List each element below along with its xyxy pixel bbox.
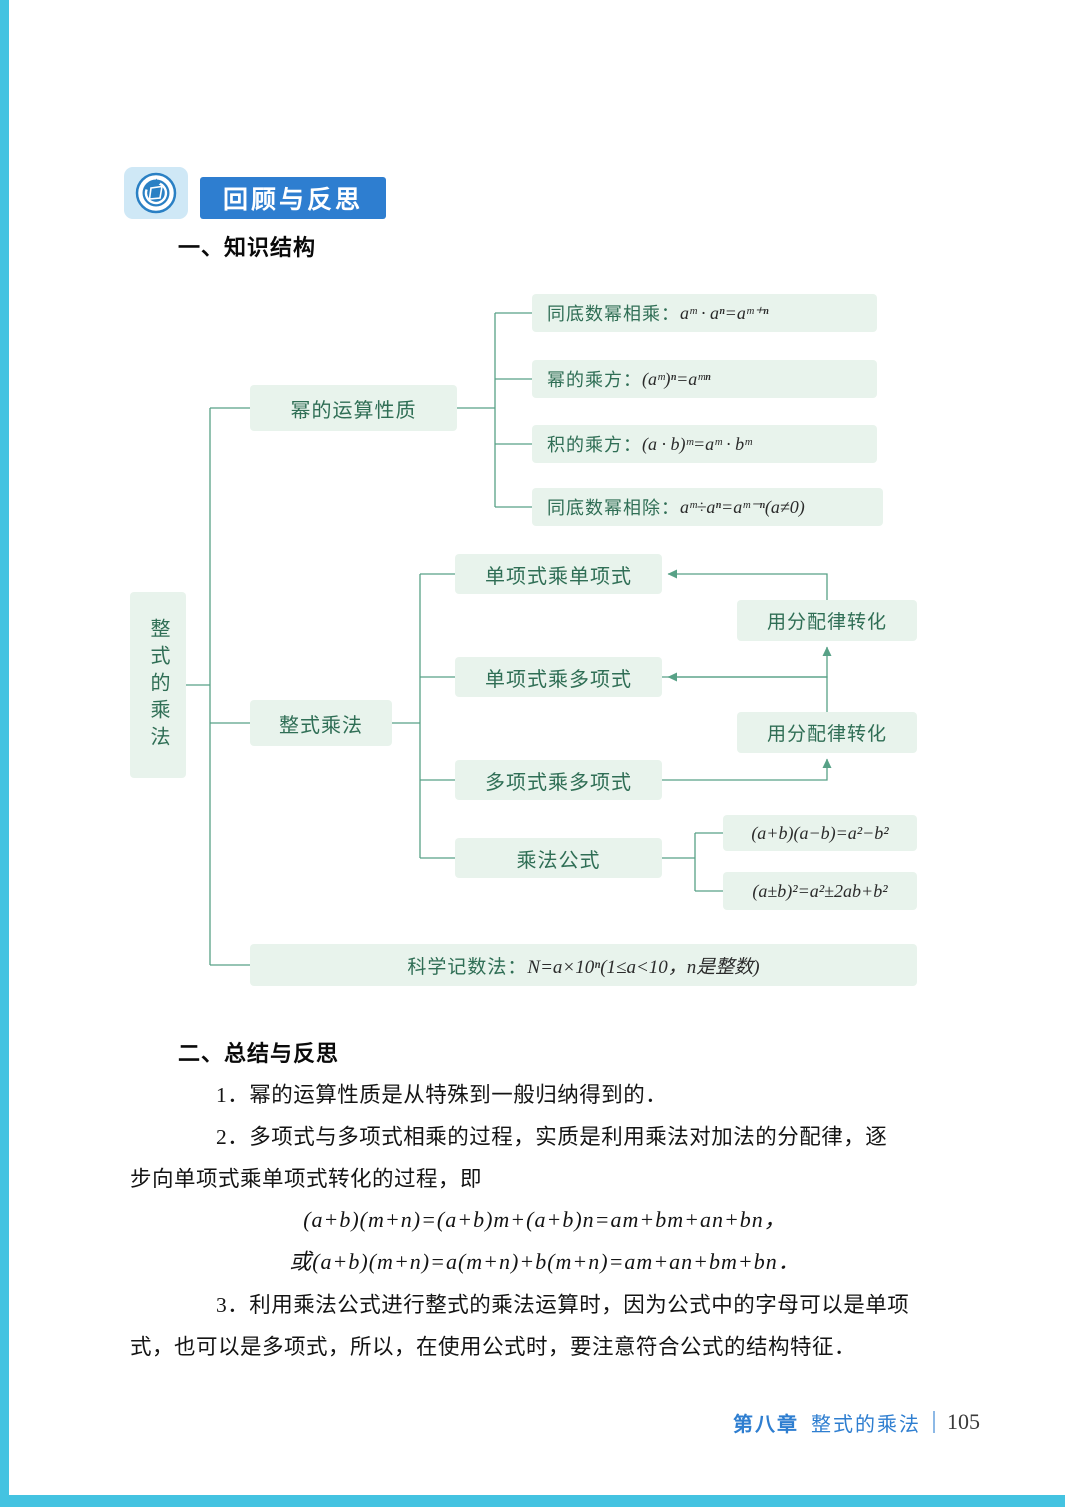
multiply-branch-lines xyxy=(392,573,455,859)
diagram-box-difference-of-squares: (a+b)(a−b)=a²−b² xyxy=(723,815,917,851)
footer-chapter-label: 第八章 xyxy=(733,1413,799,1436)
diagram-box-distributive-transform-2: 用分配律转化 xyxy=(737,712,917,753)
diagram-box-multiplication-formulas: 乘法公式 xyxy=(455,838,662,878)
footer-divider xyxy=(933,1411,935,1433)
expansion-equation-1: (a+b)(m+n)=(a+b)m+(a+b)n=am+bm+an+bn， xyxy=(303,1207,787,1232)
compass-review-icon xyxy=(135,172,177,214)
diagram-box-same-base-divide: 同底数幂相除： aᵐ÷aⁿ=aᵐ⁻ⁿ(a≠0) xyxy=(532,488,883,526)
diagram-box-poly-times-poly: 多项式乘多项式 xyxy=(455,760,662,800)
root-trunk-line xyxy=(186,407,250,966)
box-label: 积的乘方： xyxy=(547,435,642,455)
box-label: 同底数幂相乘： xyxy=(547,304,680,324)
footer-chapter-title: 整式的乘法 xyxy=(811,1413,921,1436)
arrow-to-transform-1 xyxy=(662,646,832,678)
section-badge xyxy=(124,167,188,219)
diagram-box-scientific-notation: 科学记数法： N=a×10ⁿ(1≤a<10，n是整数) xyxy=(250,944,917,986)
footer-page-number: 105 xyxy=(947,1409,980,1434)
formula-branch-lines xyxy=(662,832,723,892)
power-branch-lines xyxy=(457,312,532,508)
diagram-box-power-of-product: 积的乘方： (a · b)ᵐ=aᵐ · bᵐ xyxy=(532,425,877,463)
box-label: 幂的乘方： xyxy=(547,370,642,390)
box-formula: aᵐ÷aⁿ=aᵐ⁻ⁿ(a≠0) xyxy=(680,496,805,517)
diagram-box-mono-times-poly: 单项式乘多项式 xyxy=(455,657,662,697)
summary-item-3-line-1: 3．利用乘法公式进行整式的乘法运算时，因为公式中的字母可以是单项 xyxy=(216,1293,910,1317)
knowledge-structure-heading: 一、知识结构 xyxy=(178,235,317,260)
arrow-to-transform-2 xyxy=(662,758,832,781)
diagram-box-polynomial-multiplication: 整式乘法 xyxy=(250,700,392,746)
box-formula: (a+b)(a−b)=a²−b² xyxy=(751,822,889,843)
box-formula: aᵐ · aⁿ=aᵐ⁺ⁿ xyxy=(680,302,769,323)
arrow-to-mono-mono xyxy=(667,569,828,600)
box-formula: N=a×10ⁿ(1≤a<10，n是整数) xyxy=(527,956,760,978)
box-formula: (aᵐ)ⁿ=aᵐⁿ xyxy=(642,368,711,389)
section-banner-title: 回顾与反思 xyxy=(200,177,386,219)
diagram-box-same-base-multiply: 同底数幂相乘： aᵐ · aⁿ=aᵐ⁺ⁿ xyxy=(532,294,877,332)
diagram-box-power-properties: 幂的运算性质 xyxy=(250,385,457,431)
page-edge-left-stripe xyxy=(0,0,9,1507)
arrow-to-mono-poly xyxy=(667,672,828,712)
diagram-box-power-of-power: 幂的乘方： (aᵐ)ⁿ=aᵐⁿ xyxy=(532,360,877,398)
box-formula: (a · b)ᵐ=aᵐ · bᵐ xyxy=(642,433,752,454)
diagram-root-box: 整式的乘法 xyxy=(130,592,186,778)
box-label: 同底数幂相除： xyxy=(547,498,680,518)
summary-heading: 二、总结与反思 xyxy=(178,1041,340,1066)
diagram-box-distributive-transform-1: 用分配律转化 xyxy=(737,600,917,641)
box-label: 科学记数法： xyxy=(407,956,528,978)
summary-item-2-line-2: 步向单项式乘单项式转化的过程，即 xyxy=(130,1167,483,1191)
page-footer: 第八章 整式的乘法 105 xyxy=(600,1408,980,1436)
page-edge-bottom-stripe xyxy=(0,1495,1065,1507)
expansion-equation-2: 或(a+b)(m+n)=a(m+n)+b(m+n)=am+an+bm+bn． xyxy=(289,1249,801,1274)
summary-item-2-line-1: 2．多项式与多项式相乘的过程，实质是利用乘法对加法的分配律，逐 xyxy=(216,1125,888,1149)
summary-item-1: 1．幂的运算性质是从特殊到一般归纳得到的． xyxy=(216,1083,668,1107)
box-formula: (a±b)²=a²±2ab+b² xyxy=(752,880,888,901)
diagram-box-perfect-square: (a±b)²=a²±2ab+b² xyxy=(723,872,917,910)
diagram-box-mono-times-mono: 单项式乘单项式 xyxy=(455,554,662,594)
summary-item-3-line-2: 式，也可以是多项式，所以，在使用公式时，要注意符合公式的结构特征． xyxy=(130,1335,857,1359)
